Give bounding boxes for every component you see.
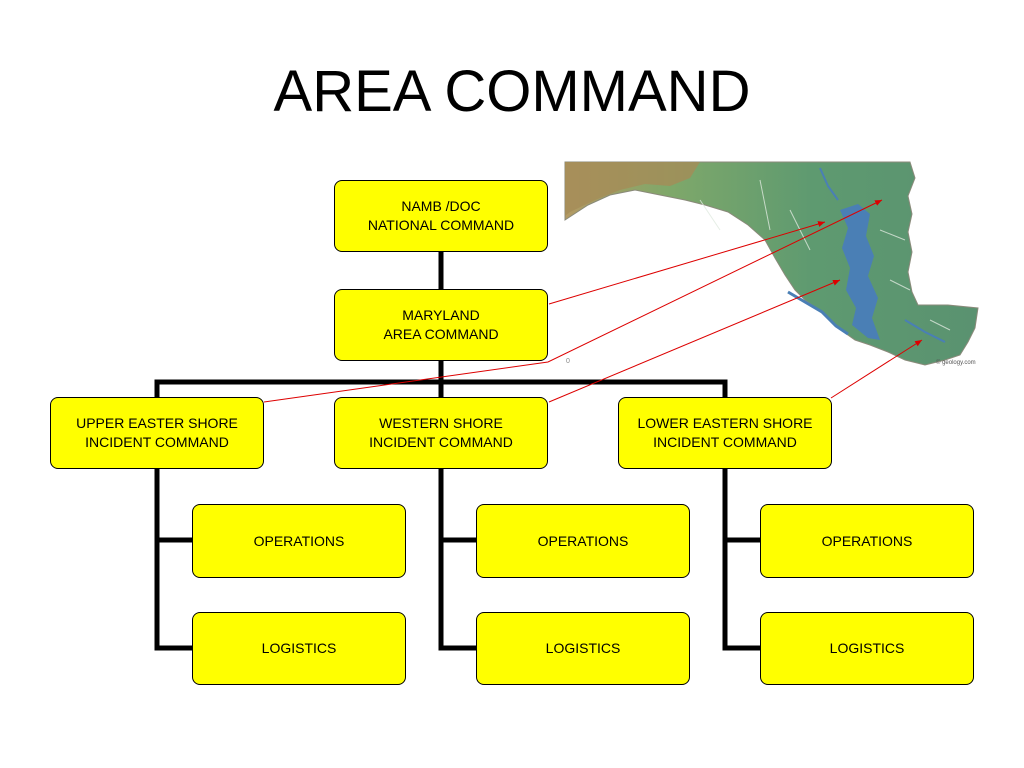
western-operations-box: OPERATIONS bbox=[476, 504, 690, 578]
arrow-western-to-map bbox=[548, 279, 841, 403]
national-command-box: NAMB /DOC NATIONAL COMMAND bbox=[334, 180, 548, 252]
map-credit: © geology.com bbox=[936, 360, 976, 366]
western-shore-line2: INCIDENT COMMAND bbox=[369, 434, 513, 450]
area-command-box: MARYLAND AREA COMMAND bbox=[334, 289, 548, 361]
upper-shore-command-box: UPPER EASTER SHORE INCIDENT COMMAND bbox=[50, 397, 264, 469]
connector-lower-children bbox=[722, 465, 764, 651]
arrow-area-to-map bbox=[548, 221, 826, 305]
upper-operations-label: OPERATIONS bbox=[253, 532, 345, 549]
map-land bbox=[564, 161, 979, 366]
potomac-river bbox=[787, 290, 849, 336]
map-marker-label: 0 bbox=[566, 358, 570, 365]
arrow-upper-to-map bbox=[263, 199, 883, 403]
upper-shore-line1: UPPER EASTER SHORE bbox=[76, 415, 238, 431]
upper-logistics-label: LOGISTICS bbox=[261, 640, 337, 656]
lower-operations-label: OPERATIONS bbox=[821, 532, 913, 549]
upper-operations-box: OPERATIONS bbox=[192, 504, 406, 578]
connector-western-children bbox=[438, 465, 480, 651]
slide-title: AREA COMMAND bbox=[273, 59, 751, 124]
connector-upper-children bbox=[154, 465, 196, 651]
area-command-line2: AREA COMMAND bbox=[383, 326, 499, 342]
western-shore-line1: WESTERN SHORE bbox=[379, 415, 503, 431]
lower-logistics-label: LOGISTICS bbox=[829, 640, 905, 656]
western-shore-command-box: WESTERN SHORE INCIDENT COMMAND bbox=[334, 397, 548, 469]
western-logistics-label: LOGISTICS bbox=[545, 640, 621, 656]
lower-logistics-box: LOGISTICS bbox=[760, 612, 974, 685]
area-command-line1: MARYLAND bbox=[402, 307, 480, 323]
county-lines bbox=[699, 179, 951, 331]
river-upper bbox=[819, 167, 839, 201]
lower-shore-command-box: LOWER EASTERN SHORE INCIDENT COMMAND bbox=[618, 397, 832, 469]
chesapeake-bay bbox=[840, 204, 880, 340]
western-operations-label: OPERATIONS bbox=[537, 532, 629, 549]
river-eastern bbox=[904, 319, 946, 343]
upper-shore-line2: INCIDENT COMMAND bbox=[85, 434, 229, 450]
national-command-line1: NAMB /DOC bbox=[401, 198, 481, 214]
western-logistics-box: LOGISTICS bbox=[476, 612, 690, 685]
national-command-line2: NATIONAL COMMAND bbox=[367, 217, 515, 233]
lower-shore-line1: LOWER EASTERN SHORE bbox=[637, 415, 813, 431]
arrow-lower-to-map bbox=[830, 339, 923, 399]
lower-operations-box: OPERATIONS bbox=[760, 504, 974, 578]
lower-shore-line2: INCIDENT COMMAND bbox=[653, 434, 797, 450]
map-highland bbox=[565, 162, 700, 216]
upper-logistics-box: LOGISTICS bbox=[192, 612, 406, 685]
